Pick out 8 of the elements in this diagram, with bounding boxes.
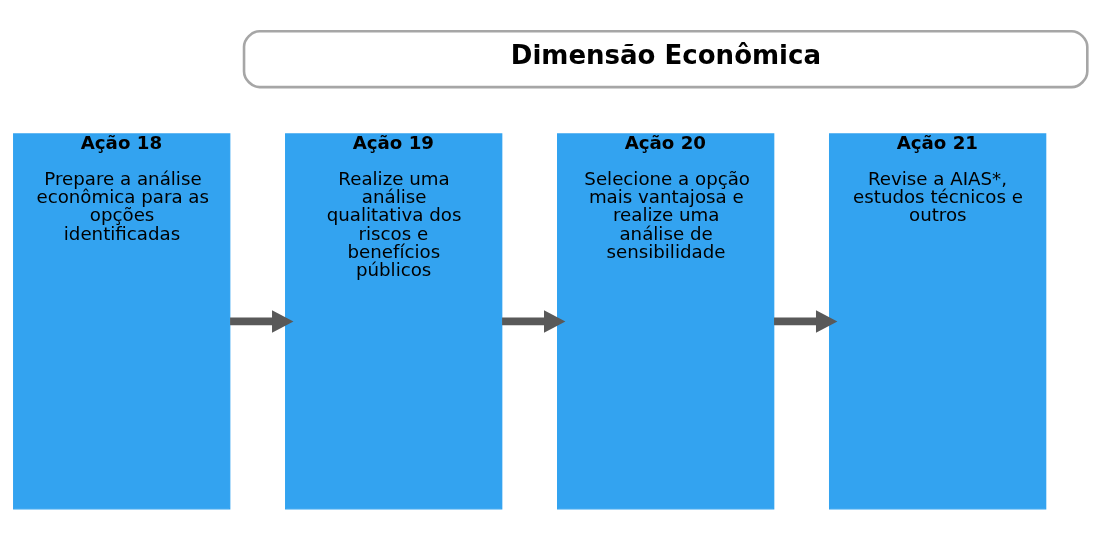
node-box: Dimensão Econômica — [242, 29, 1089, 88]
node-box: Ação 20 Selecione a opção mais vantajosa e realize uma análise de sensibilidade — [557, 132, 775, 509]
arrow — [774, 309, 838, 333]
arrow — [502, 309, 566, 333]
node-box: Ação 19 Realize uma análise qualitativa dos riscos e benefícios públicos — [285, 132, 503, 509]
node-box: Ação 18 Prepare a análise econômica para as opções identificadas — [13, 132, 231, 509]
arrow — [230, 309, 294, 333]
node-box: Ação 21 Revise a AIAS*, estudos técnicos e outros — [829, 132, 1047, 509]
